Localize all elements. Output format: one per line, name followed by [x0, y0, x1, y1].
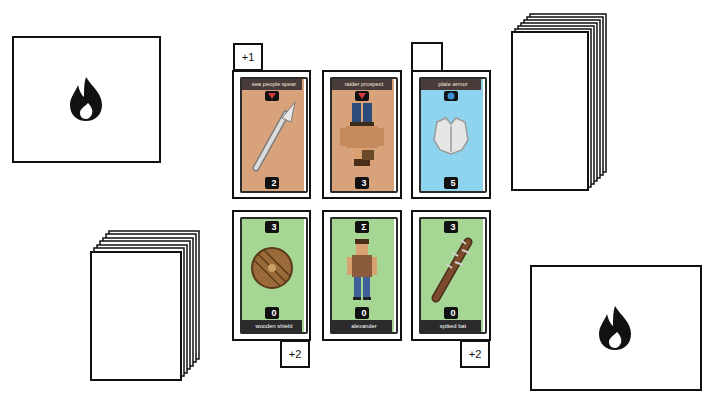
- card-slot: [233, 71, 490, 340]
- card-deck: [512, 14, 606, 190]
- game-card: sea people spear 2: [240, 77, 308, 193]
- card-value: 0: [357, 307, 371, 319]
- card-name: plate armor: [421, 79, 485, 90]
- game-card: 3 0wooden shield: [240, 217, 308, 334]
- card-art: [419, 77, 483, 193]
- card-name: spiked bat: [421, 320, 485, 332]
- bonus-label: +2: [289, 347, 302, 361]
- card-art: [419, 217, 483, 334]
- card-name: alexander: [332, 320, 396, 332]
- bonus-box: +2: [460, 340, 490, 368]
- empty-bonus-box: [412, 43, 442, 71]
- card-name: raider prospect: [332, 79, 396, 90]
- card-value: 3: [267, 221, 281, 233]
- game-card: 3 0spiked bat: [419, 217, 487, 334]
- flame-card: [531, 266, 701, 390]
- card-value: 2: [267, 177, 281, 189]
- card-value: 3: [446, 221, 460, 233]
- card-deck: [91, 231, 199, 380]
- game-card: plate armor 5: [419, 77, 487, 193]
- card-value: 0: [267, 307, 281, 319]
- card-art: [330, 77, 394, 193]
- card-value: 0: [446, 307, 460, 319]
- card-art: [240, 217, 304, 334]
- card-name: sea people spear: [242, 79, 306, 90]
- bonus-box: +1: [233, 43, 263, 71]
- game-card: raider prospect 3: [330, 77, 398, 193]
- bonus-box: +2: [280, 340, 310, 368]
- card-value: 5: [446, 177, 460, 189]
- bonus-label: +2: [469, 347, 482, 361]
- game-card: Σ 0alexander: [330, 217, 398, 334]
- card-value: 3: [357, 177, 371, 189]
- card-art: [240, 77, 304, 193]
- card-value: Σ: [357, 221, 371, 233]
- card-name: wooden shield: [242, 320, 306, 332]
- card-art: [330, 217, 394, 334]
- flame-card: [13, 37, 160, 162]
- bonus-label: +1: [242, 50, 255, 64]
